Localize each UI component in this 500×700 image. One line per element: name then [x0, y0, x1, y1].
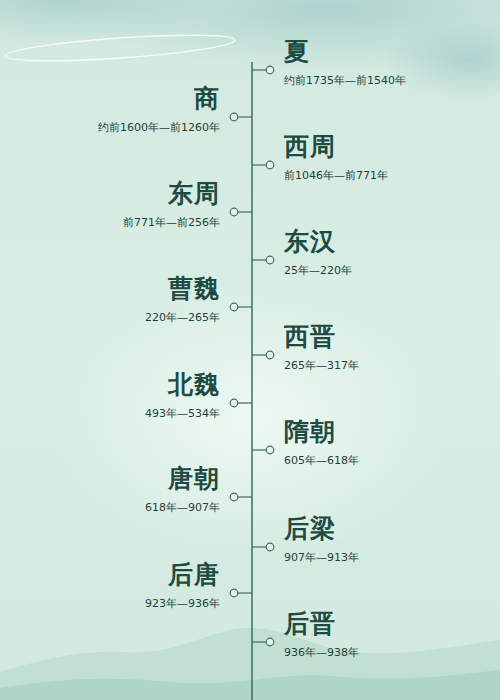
era-dates: 220年—265年: [145, 311, 220, 325]
era-name: 东周: [123, 178, 220, 210]
era-entry: 西晋 265年—317年: [284, 321, 359, 373]
era-name: 西周: [284, 131, 388, 163]
marker-circle: [266, 256, 274, 264]
mountain: [0, 670, 500, 700]
decorative-ring: [5, 30, 236, 66]
timeline-marker: [230, 303, 252, 311]
era-name: 后晋: [284, 608, 359, 640]
timeline-marker: [252, 446, 274, 454]
era-dates: 618年—907年: [145, 501, 220, 515]
timeline-marker: [230, 399, 252, 407]
era-name: 后梁: [284, 513, 359, 545]
era-dates: 923年—936年: [145, 597, 220, 611]
marker-tick: [252, 449, 266, 450]
era-dates: 约前1735年—前1540年: [284, 74, 406, 88]
marker-tick: [252, 259, 266, 260]
era-dates: 907年—913年: [284, 551, 359, 565]
era-entry: 商约前1600年—前1260年: [98, 83, 220, 135]
era-name: 后唐: [145, 559, 220, 591]
era-name: 东汉: [284, 226, 352, 258]
era-dates: 约前1600年—前1260年: [98, 121, 220, 135]
marker-tick: [238, 496, 252, 497]
marker-circle: [266, 638, 274, 646]
marker-circle: [266, 351, 274, 359]
timeline-marker: [230, 589, 252, 597]
era-name: 商: [98, 83, 220, 115]
era-entry: 后梁 907年—913年: [284, 513, 359, 565]
marker-circle: [230, 208, 238, 216]
timeline-marker: [230, 208, 252, 216]
era-dates: 493年—534年: [145, 407, 220, 421]
era-dates: 605年—618年: [284, 454, 359, 468]
marker-circle: [230, 493, 238, 501]
marker-tick: [252, 546, 266, 547]
marker-circle: [230, 113, 238, 121]
timeline-marker: [252, 543, 274, 551]
era-entry: 东汉 25年—220年: [284, 226, 352, 278]
era-entry: 东周前771年—前256年: [123, 178, 220, 230]
marker-tick: [252, 354, 266, 355]
era-entry: 唐朝 618年—907年: [145, 463, 220, 515]
marker-tick: [238, 211, 252, 212]
marker-circle: [266, 446, 274, 454]
timeline-marker: [252, 638, 274, 646]
timeline-marker: [252, 256, 274, 264]
mist: [50, 280, 450, 560]
era-dates: 前771年—前256年: [123, 216, 220, 230]
marker-tick: [238, 306, 252, 307]
era-entry: 夏约前1735年—前1540年: [284, 36, 406, 88]
watercolor-cloud: [380, 20, 500, 100]
timeline-marker: [252, 161, 274, 169]
era-dates: 25年—220年: [284, 264, 352, 278]
timeline-marker: [230, 493, 252, 501]
era-name: 唐朝: [145, 463, 220, 495]
timeline-marker: [252, 66, 274, 74]
mountain: [0, 628, 500, 700]
timeline-marker: [252, 351, 274, 359]
era-name: 曹魏: [145, 273, 220, 305]
marker-circle: [266, 543, 274, 551]
era-dates: 936年—938年: [284, 646, 359, 660]
era-entry: 西周前1046年—前771年: [284, 131, 388, 183]
marker-tick: [252, 164, 266, 165]
era-name: 隋朝: [284, 416, 359, 448]
timeline-axis: [251, 62, 253, 700]
marker-tick: [238, 592, 252, 593]
marker-circle: [266, 161, 274, 169]
era-name: 夏: [284, 36, 406, 68]
markers: [230, 66, 274, 646]
era-dates: 265年—317年: [284, 359, 359, 373]
era-name: 西晋: [284, 321, 359, 353]
era-entry: 后晋 936年—938年: [284, 608, 359, 660]
era-entry: 曹魏 220年—265年: [145, 273, 220, 325]
marker-circle: [230, 589, 238, 597]
era-entry: 后唐 923年—936年: [145, 559, 220, 611]
marker-circle: [266, 66, 274, 74]
marker-circle: [230, 303, 238, 311]
marker-tick: [252, 641, 266, 642]
era-entry: 隋朝 605年—618年: [284, 416, 359, 468]
marker-tick: [252, 69, 266, 70]
era-dates: 前1046年—前771年: [284, 169, 388, 183]
timeline-marker: [230, 113, 252, 121]
marker-tick: [238, 116, 252, 117]
era-name: 北魏: [145, 369, 220, 401]
era-entry: 北魏 493年—534年: [145, 369, 220, 421]
marker-circle: [230, 399, 238, 407]
marker-tick: [238, 402, 252, 403]
